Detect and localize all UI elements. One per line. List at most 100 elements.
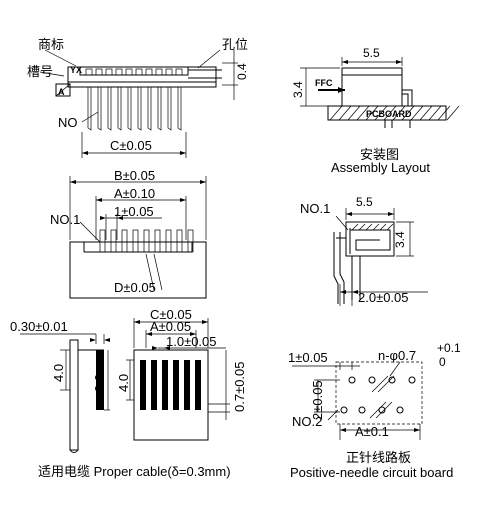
dim-c-bottom: C±0.05: [150, 307, 192, 322]
hatch-line: [383, 105, 397, 121]
ffc-label: FFC: [315, 78, 333, 88]
assembly-view: [300, 57, 460, 128]
conductor-strip: [140, 360, 146, 410]
hole: [388, 376, 396, 384]
dim-c-top: C±0.05: [110, 138, 152, 153]
slot: [175, 68, 183, 76]
slot: [115, 68, 123, 76]
pin: [167, 87, 172, 131]
no1-label-side: NO.1: [300, 201, 330, 216]
slot: [95, 68, 103, 76]
hatch-line: [437, 105, 451, 121]
side-view: [333, 208, 428, 306]
hatch-line: [356, 105, 370, 121]
hole: [368, 376, 376, 384]
pin: [121, 229, 128, 253]
hatch-line: [401, 105, 415, 121]
conductor-strip: [173, 360, 179, 410]
conductor-strip: [184, 360, 190, 410]
hatch-line: [374, 105, 388, 121]
hatch-line: [428, 105, 442, 121]
slot: [155, 68, 163, 76]
pin: [117, 87, 122, 131]
hole-spec: n-φ0.7: [378, 348, 416, 363]
pcb-caption-cn: 正针线路板: [346, 450, 411, 465]
pin: [157, 87, 162, 131]
cable-view: [20, 318, 230, 453]
dim-0-7: 0.7±0.05: [232, 361, 247, 412]
hole: [378, 406, 386, 414]
hatch-line: [372, 223, 380, 231]
front-view: [39, 49, 238, 158]
pcb-caption-en: Positive-needle circuit board: [290, 465, 453, 480]
dim-4-0-a: 4.0: [51, 364, 66, 382]
pin: [147, 87, 152, 131]
dim-b: B±0.05: [114, 168, 155, 183]
dim-4-0-b: 4.0: [116, 374, 131, 392]
pcboard-label: PCBOARD: [366, 109, 412, 119]
slot: [85, 68, 93, 76]
pin: [137, 87, 142, 131]
dim-a-010: A±0.10: [114, 186, 155, 201]
no-label: NO: [58, 115, 78, 130]
hole: [348, 376, 356, 384]
pin: [132, 229, 139, 253]
dim-3-4-a: 3.4: [291, 81, 305, 98]
slot: [165, 68, 173, 76]
hole-tol-up: +0.1: [437, 341, 461, 355]
pin: [97, 87, 102, 131]
pin: [187, 229, 194, 253]
pin: [107, 87, 112, 131]
assembly-title-cn: 安装图: [360, 147, 399, 162]
pin: [110, 229, 117, 253]
a-mark: A: [58, 87, 65, 97]
dim-a-pcb: A±0.1: [355, 424, 389, 439]
conductor-strip: [162, 360, 168, 410]
hole: [408, 376, 416, 384]
dim-9-0: 9.0: [92, 374, 107, 392]
pcb-layout-view: [292, 361, 423, 440]
dim-a-bottom: A±0.05: [150, 319, 191, 334]
dim-1-005: 1±0.05: [114, 204, 154, 219]
hatch-line: [329, 105, 343, 121]
cable-caption: 适用电缆 Proper cable(δ=0.3mm): [38, 464, 231, 479]
slot-number-label: 槽号: [27, 64, 53, 79]
hatch-line: [410, 105, 424, 121]
pin: [87, 87, 92, 131]
hatch-line: [386, 223, 394, 231]
hatch-line: [446, 105, 460, 121]
hole-tol-down: 0: [439, 355, 446, 369]
hatch-line: [365, 223, 373, 231]
slot: [145, 68, 153, 76]
yx-mark: YX: [70, 65, 82, 75]
pin: [143, 229, 150, 253]
no1-label-pcb: NO.2: [292, 414, 322, 429]
dim-0-4: 0.4: [235, 63, 249, 80]
hatch-line: [358, 223, 366, 231]
conductor-strip: [195, 360, 201, 410]
dim-2-0: 2.0±0.05: [358, 290, 409, 305]
top-view: [69, 176, 207, 299]
hatch-line: [351, 223, 359, 231]
pin: [127, 87, 132, 131]
brand-mark-label: 商标: [38, 37, 64, 52]
dim-1-pcb: 1±0.05: [288, 350, 328, 365]
assembly-title-en: Assembly Layout: [331, 160, 430, 175]
slot: [105, 68, 113, 76]
pin: [177, 87, 182, 131]
dim-0-30: 0.30±0.01: [10, 319, 68, 334]
dim-1-0-bottom: 1.0±0.05: [166, 334, 217, 349]
hatch-line: [379, 223, 387, 231]
hatch-line: [392, 105, 406, 121]
pin: [176, 229, 183, 253]
no1-label-top: NO.1: [50, 212, 80, 227]
hatch-line: [419, 105, 433, 121]
hole-position-label: 孔位: [222, 37, 248, 52]
dim-5-5-b: 5.5: [356, 195, 373, 209]
dim-d: D±0.05: [114, 280, 156, 295]
hatch-line: [365, 105, 379, 121]
pin: [165, 229, 172, 253]
hole: [340, 406, 348, 414]
dim-5-5-a: 5.5: [363, 46, 380, 60]
